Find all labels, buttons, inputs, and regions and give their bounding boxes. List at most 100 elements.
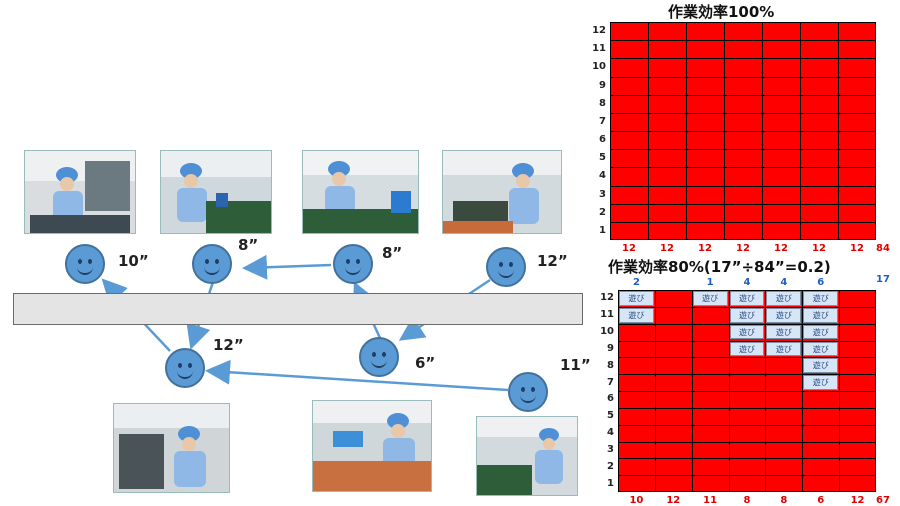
worker-face-3 — [333, 244, 373, 284]
bar-value-label: 6 — [817, 495, 825, 506]
y-tick-label: 6 — [607, 393, 614, 405]
worker-photo-6 — [312, 400, 432, 492]
grid-line — [654, 290, 656, 492]
y-tick-label: 8 — [599, 97, 606, 109]
worker-face-2 — [192, 244, 232, 284]
idle-value-label: 2 — [632, 277, 640, 288]
idle-cell: 遊び — [803, 358, 839, 374]
idle-cell: 遊び — [619, 307, 654, 323]
cycle-time-2: 8” — [238, 236, 259, 254]
bar-value-label: 12 — [812, 243, 826, 254]
grid-line — [618, 407, 876, 409]
y-tick-label: 9 — [599, 79, 606, 91]
idle-cell: 遊び — [729, 324, 765, 340]
worker-photo-5 — [113, 403, 230, 493]
grid-line — [610, 149, 876, 151]
cycle-time-6: 6” — [415, 354, 436, 372]
grid-line — [762, 22, 763, 240]
grid-line — [686, 22, 687, 240]
idle-cell: 遊び — [729, 307, 765, 323]
grid-line — [618, 340, 876, 342]
y-tick-label: 8 — [607, 359, 614, 371]
chart-title: 作業効率100% — [668, 3, 775, 21]
grid-line — [610, 94, 876, 96]
grid-line — [728, 290, 730, 492]
idle-cell: 遊び — [803, 291, 839, 306]
grid-line — [765, 290, 767, 492]
y-tick-label: 1 — [607, 477, 614, 489]
cycle-time-5: 12” — [213, 336, 244, 354]
y-tick-label: 4 — [599, 170, 606, 182]
grid-line — [618, 323, 876, 325]
y-tick-label: 11 — [600, 309, 614, 321]
y-tick-label: 6 — [599, 134, 606, 146]
y-tick-label: 4 — [607, 427, 614, 439]
bar-value-label: 12 — [774, 243, 788, 254]
grid-line — [610, 185, 876, 187]
worker-face-4 — [486, 247, 526, 287]
total-label: 84 — [876, 243, 890, 254]
idle-value-label: 6 — [817, 277, 825, 288]
y-tick-label: 7 — [599, 115, 606, 127]
worker-face-7 — [508, 372, 548, 412]
chart-title: 作業効率80%(17”÷84”=0.2) — [608, 258, 831, 276]
grid-line — [610, 131, 876, 132]
conveyor-belt — [13, 293, 583, 325]
bar-value-label: 12 — [850, 495, 865, 506]
bar-value-label: 10 — [629, 495, 644, 506]
grid-line — [618, 441, 876, 443]
grid-line — [610, 167, 876, 169]
idle-cell: 遊び — [729, 291, 765, 306]
idle-cell: 遊び — [692, 291, 728, 306]
y-tick-label: 2 — [599, 206, 606, 218]
worker-photo-3 — [302, 150, 419, 234]
bar-value-label: 12 — [736, 243, 750, 254]
grid-line — [802, 290, 804, 492]
idle-cell: 遊び — [803, 307, 839, 323]
y-tick-label: 10 — [592, 61, 606, 73]
grid-line — [610, 203, 876, 205]
y-tick-label: 12 — [600, 292, 614, 304]
y-tick-label: 2 — [607, 460, 614, 472]
idle-cell: 遊び — [766, 324, 802, 340]
cycle-time-1: 10” — [118, 252, 149, 270]
idle-cell: 遊び — [803, 375, 839, 390]
bar-value-label: 12 — [666, 495, 681, 506]
grid-line — [618, 391, 876, 392]
grid-line — [618, 475, 876, 477]
idle-cell: 遊び — [766, 307, 802, 323]
idle-total-label: 17 — [876, 274, 890, 285]
worker-face-5 — [165, 348, 205, 388]
idle-value-label: 4 — [743, 277, 751, 288]
grid-line — [724, 22, 725, 240]
y-tick-label: 5 — [599, 152, 606, 164]
cycle-time-7: 11” — [560, 356, 591, 374]
worker-photo-2 — [160, 150, 272, 234]
bar-value-label: 8 — [743, 495, 751, 506]
idle-value-label: 4 — [780, 277, 788, 288]
worker-face-6 — [359, 337, 399, 377]
grid-line — [610, 221, 876, 223]
idle-cell: 遊び — [766, 341, 802, 357]
y-tick-label: 3 — [607, 443, 614, 455]
grid-line — [610, 112, 876, 114]
bar-value-label: 8 — [780, 495, 788, 506]
cycle-time-4: 12” — [537, 252, 568, 270]
idle-value-label: 1 — [706, 277, 714, 288]
worker-photo-1 — [24, 150, 136, 234]
grid-line — [610, 76, 876, 78]
bar-value-label: 12 — [660, 243, 674, 254]
grid-line — [618, 374, 876, 376]
bar-value-label: 12 — [622, 243, 636, 254]
grid-line — [618, 458, 876, 460]
grid-line — [610, 58, 876, 60]
grid-line — [691, 290, 693, 492]
bar-value-label: 11 — [703, 495, 718, 506]
grid-line — [618, 424, 876, 426]
grid-line — [838, 22, 839, 240]
idle-cell: 遊び — [729, 341, 765, 357]
worker-photo-7 — [476, 416, 578, 496]
y-tick-label: 9 — [607, 342, 614, 354]
grid-line — [648, 22, 649, 240]
bar-value-label: 12 — [698, 243, 712, 254]
